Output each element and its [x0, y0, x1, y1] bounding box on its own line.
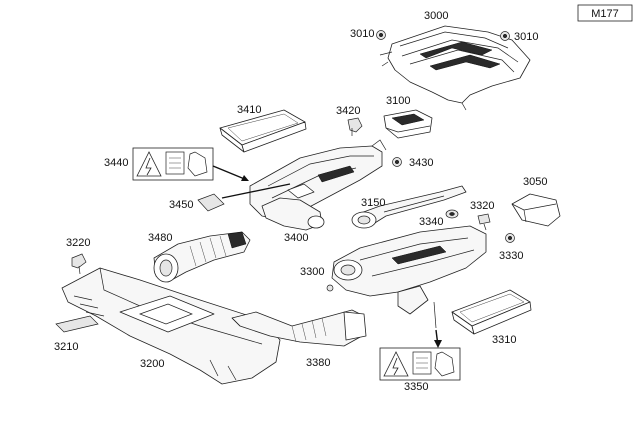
callout-3420: 3420	[336, 105, 360, 117]
callout-3340: 3340	[419, 216, 443, 228]
callout-3210: 3210	[54, 341, 78, 353]
diagram-code-badge: M177	[577, 4, 633, 22]
callout-3010-left: 3010	[350, 28, 374, 40]
callout-3300: 3300	[300, 266, 324, 278]
callout-3320: 3320	[470, 200, 494, 212]
arrow-3450	[221, 183, 291, 199]
arrow-head-3350	[434, 340, 442, 348]
engine-cover	[379, 25, 531, 111]
air-filter-element-3310	[451, 289, 532, 335]
lower-tray-3200	[61, 267, 281, 385]
callout-3220: 3220	[66, 237, 90, 249]
grommet-3010-left	[376, 30, 386, 40]
callout-3200: 3200	[140, 358, 164, 370]
callout-3410: 3410	[237, 104, 261, 116]
callout-3440: 3440	[104, 157, 128, 169]
clip-3420	[347, 117, 363, 136]
warning-label-3440	[132, 147, 214, 181]
intake-duct-3480	[153, 231, 251, 283]
callout-3150: 3150	[361, 197, 385, 209]
callout-3330: 3330	[499, 250, 523, 262]
cover-3050	[511, 193, 561, 227]
nut-3430	[392, 157, 402, 167]
nut-3330	[505, 233, 515, 243]
callout-3310: 3310	[492, 334, 516, 346]
callout-3100: 3100	[386, 95, 410, 107]
callout-3000: 3000	[424, 10, 448, 22]
callout-3430: 3430	[409, 157, 433, 169]
air-filter-housing-3400	[249, 139, 387, 231]
air-filter-housing-3300	[326, 225, 487, 329]
grommet-3340	[445, 209, 459, 219]
pad-3210	[55, 315, 99, 333]
cover-bracket-3100	[383, 109, 433, 139]
intake-duct-3380	[231, 309, 367, 347]
arrow-head-3440	[241, 175, 249, 181]
callout-3050: 3050	[523, 176, 547, 188]
callout-3480: 3480	[148, 232, 172, 244]
air-filter-element-3410	[219, 109, 307, 153]
diagram-code: M177	[591, 8, 619, 20]
bolt-3320	[477, 213, 491, 231]
grommet-3010-right	[500, 31, 510, 41]
arrow-3440	[212, 165, 248, 181]
callout-3350: 3350	[404, 381, 428, 393]
pad-3450	[197, 193, 225, 212]
clip-3220	[71, 253, 87, 275]
warning-label-3350	[379, 347, 461, 381]
callout-3380: 3380	[306, 357, 330, 369]
callout-3400: 3400	[284, 232, 308, 244]
callout-3010-right: 3010	[514, 31, 538, 43]
callout-3450: 3450	[169, 199, 193, 211]
intake-pipe-3150	[351, 185, 467, 229]
